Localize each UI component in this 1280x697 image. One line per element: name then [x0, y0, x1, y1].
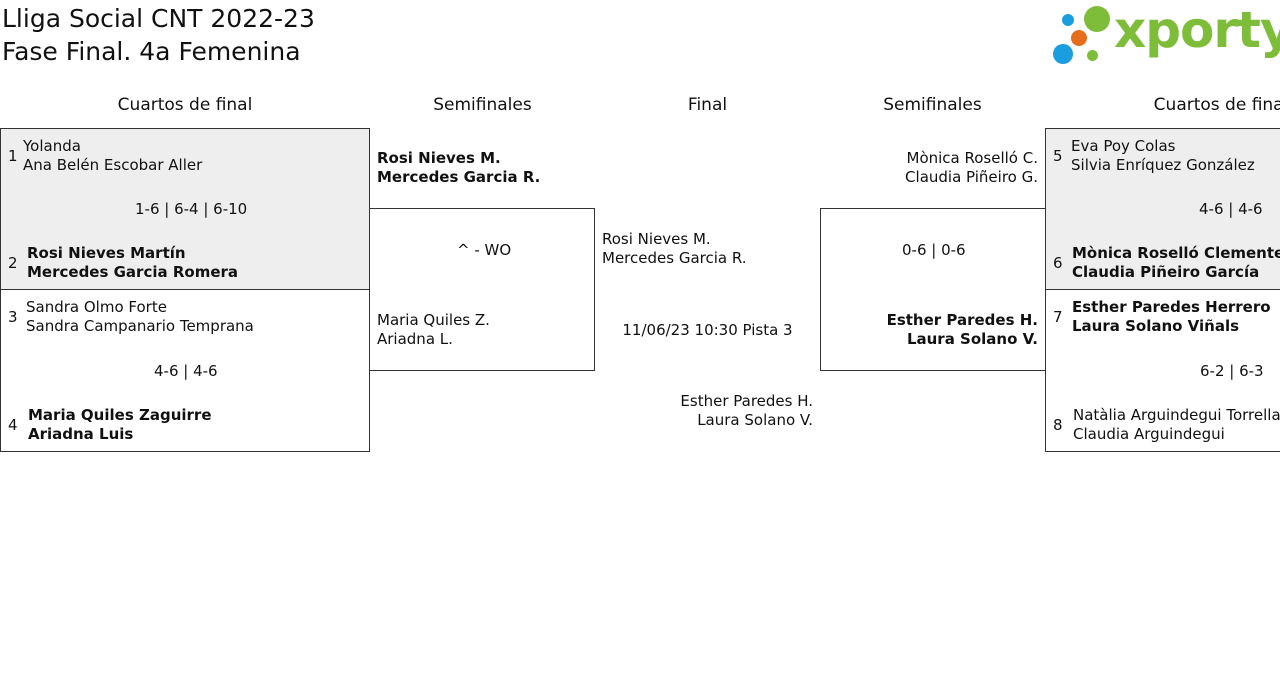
seed-number: 7	[1053, 308, 1063, 326]
sf-right-match[interactable]: 0-6 | 0-6 Esther Paredes H. Laura Solano…	[820, 208, 1046, 371]
team-names: Eva Poy Colas Silvia Enríquez González	[1071, 137, 1255, 174]
team-names: Yolanda Ana Belén Escobar Aller	[23, 137, 203, 174]
final-datetime: 11/06/23 10:30 Pista 3	[622, 321, 793, 339]
qf-right-match-1[interactable]: 5 Eva Poy Colas Silvia Enríquez González…	[1045, 128, 1280, 290]
qf-left-match-2[interactable]: 3 Sandra Olmo Forte Sandra Campanario Te…	[0, 289, 370, 452]
column-header-final: Final	[687, 95, 728, 115]
seed-number: 8	[1053, 416, 1063, 434]
column-header-sf-left: Semifinales	[433, 95, 532, 115]
match-score: 1-6 | 6-4 | 6-10	[135, 200, 248, 218]
logo-dot-orange	[1071, 30, 1087, 46]
final-team-top: Rosi Nieves M. Mercedes Garcia R.	[602, 230, 747, 267]
column-header-qf-left: Cuartos de final	[117, 95, 253, 115]
winner-names: Rosi Nieves Martín Mercedes Garcia Romer…	[27, 244, 239, 281]
winner-names: Esther Paredes H. Laura Solano V.	[886, 311, 1038, 348]
seed-number: 3	[8, 308, 18, 326]
team-names: Maria Quiles Z. Ariadna L.	[377, 311, 490, 348]
title-line-1: Lliga Social CNT 2022-23	[2, 4, 315, 33]
winner-names: Esther Paredes Herrero Laura Solano Viña…	[1072, 298, 1271, 335]
sf-left-match[interactable]: ^ - WO Maria Quiles Z. Ariadna L.	[369, 208, 595, 371]
page-title: Lliga Social CNT 2022-23 Fase Final. 4a …	[2, 2, 315, 68]
winner-names: Mònica Roselló Clemente Claudia Piñeiro …	[1072, 244, 1280, 281]
sf-right-team-top: Mònica Roselló C. Claudia Piñeiro G.	[905, 149, 1038, 186]
title-line-2: Fase Final. 4a Femenina	[2, 37, 301, 66]
logo-dot-blue-small	[1062, 14, 1074, 26]
match-score: 6-2 | 6-3	[1200, 362, 1264, 380]
logo-text: xporty	[1114, 1, 1280, 59]
match-score: 4-6 | 4-6	[1199, 200, 1263, 218]
seed-number: 2	[8, 254, 18, 272]
match-score: ^ - WO	[457, 241, 512, 259]
seed-number: 5	[1053, 147, 1063, 165]
sf-left-winner: Rosi Nieves M. Mercedes Garcia R.	[377, 149, 541, 186]
team-names: Sandra Olmo Forte Sandra Campanario Temp…	[26, 298, 254, 335]
column-header-sf-right: Semifinales	[883, 95, 982, 115]
seed-number: 6	[1053, 254, 1063, 272]
qf-right-match-2[interactable]: 7 Esther Paredes Herrero Laura Solano Vi…	[1045, 289, 1280, 452]
logo-dot-blue-large	[1053, 44, 1073, 64]
qf-left-match-1[interactable]: 1 Yolanda Ana Belén Escobar Aller 1-6 | …	[0, 128, 370, 290]
xporty-logo[interactable]: xporty	[1052, 1, 1280, 68]
match-score: 4-6 | 4-6	[154, 362, 218, 380]
logo-dot-green-large	[1084, 6, 1110, 32]
logo-dot-green-small	[1087, 50, 1098, 61]
final-team-bottom: Esther Paredes H. Laura Solano V.	[680, 392, 813, 429]
column-header-qf-right: Cuartos de final	[1153, 95, 1280, 115]
team-names: Natàlia Arguindegui Torrella Claudia Arg…	[1073, 406, 1280, 443]
seed-number: 1	[8, 147, 18, 165]
match-score: 0-6 | 0-6	[902, 241, 966, 259]
winner-names: Maria Quiles Zaguirre Ariadna Luis	[28, 406, 212, 443]
seed-number: 4	[8, 416, 18, 434]
